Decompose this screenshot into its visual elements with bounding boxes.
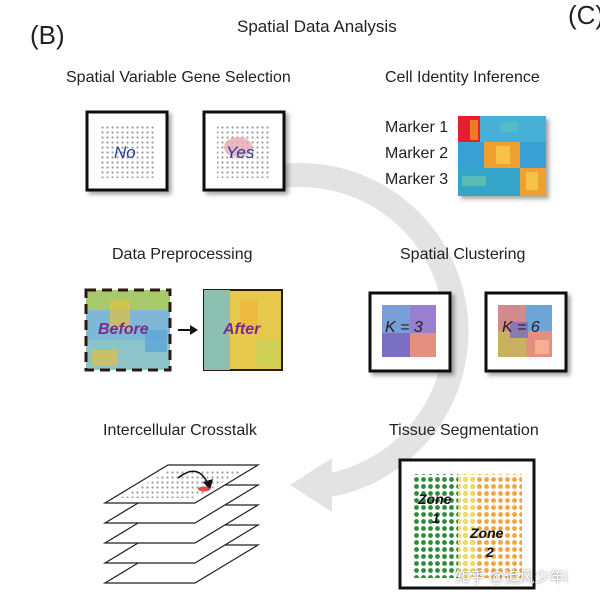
panel-label-c: (C) [568,0,600,30]
marker-heatmap [458,116,546,196]
section-title-preprocessing: Data Preprocessing [112,246,253,263]
cycle-arrow [267,163,469,512]
before-panel [84,288,172,372]
panel-label-b: (B) [30,20,65,50]
zone1-label: Zone [418,491,452,507]
svg-yes-panel [202,110,286,192]
section-title-svg: Spatial Variable Gene Selection [66,69,291,86]
after-label: After [223,321,261,338]
svg-no-panel [85,110,169,192]
zone1-number: 1 [432,510,440,526]
cluster-k6-panel [484,291,568,373]
before-label: Before [98,321,149,338]
section-title-cell-identity: Cell Identity Inference [385,69,540,86]
figure-title: Spatial Data Analysis [237,17,397,36]
crosstalk-stack [102,464,261,584]
marker-label-1: Marker 1 [385,119,449,136]
marker-label-2: Marker 2 [385,145,449,162]
svg-no-label: No [114,143,136,162]
zone2-label: Zone [470,525,504,541]
k6-label: K = 6 [502,319,540,336]
cluster-k3-panel [368,291,452,373]
section-title-segmentation: Tissue Segmentation [389,422,539,439]
transform-arrow [178,325,198,335]
zone2-number: 2 [486,544,494,560]
segmentation-panel [398,458,536,590]
svg-yes-label: Yes [226,143,255,162]
marker-label-3: Marker 3 [385,171,449,188]
section-title-crosstalk: Intercellular Crosstalk [103,422,257,439]
section-title-clustering: Spatial Clustering [400,246,526,263]
k3-label: K = 3 [385,319,423,336]
watermark: 知乎 @追风少年i [455,569,568,586]
after-panel [203,289,283,371]
